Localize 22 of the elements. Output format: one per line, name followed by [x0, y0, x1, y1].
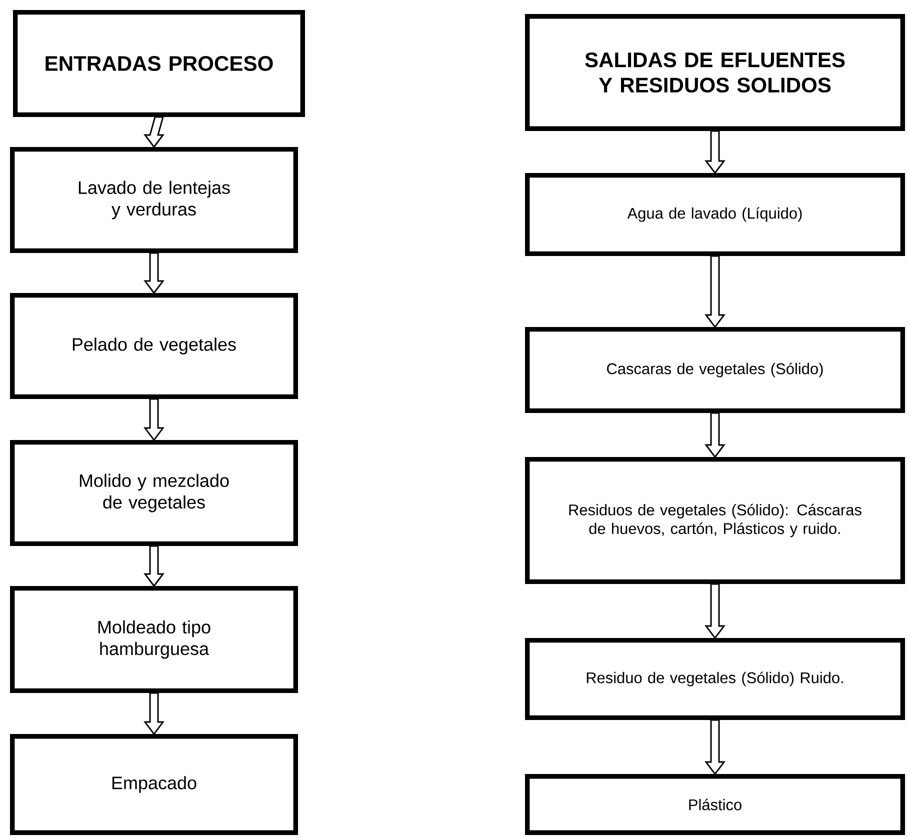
process-box: Lavado de lentejas y verduras: [10, 147, 298, 253]
process-box: Empacado: [10, 734, 298, 835]
arrow: [144, 252, 164, 294]
process-box: Molido y mezclado de vegetales: [10, 440, 298, 546]
arrow: [704, 583, 726, 640]
process-box: Residuos de vegetales (Sólido): Cáscaras de huevos, cartón, Plásticos y ruido.: [525, 456, 906, 584]
arrow: [144, 398, 164, 442]
arrow: [704, 130, 726, 174]
process-box: SALIDAS DE EFLUENTES Y RESIDUOS SOLIDOS: [525, 14, 906, 131]
arrow: [144, 692, 164, 736]
process-box: Moldeado tipo hamburguesa: [10, 586, 298, 694]
arrow: [144, 116, 164, 148]
process-box: Pelado de vegetales: [10, 293, 298, 399]
arrow: [704, 255, 726, 328]
arrow: [704, 719, 726, 776]
arrow: [704, 412, 726, 458]
process-box: Cascaras de vegetales (Sólido): [525, 327, 906, 413]
arrow: [144, 545, 164, 588]
process-box: Residuo de vegetales (Sólido) Ruido.: [525, 638, 906, 720]
process-box: Plástico: [525, 774, 906, 835]
process-box: Agua de lavado (Líquido): [525, 172, 906, 256]
process-box: ENTRADAS PROCESO: [13, 10, 305, 118]
